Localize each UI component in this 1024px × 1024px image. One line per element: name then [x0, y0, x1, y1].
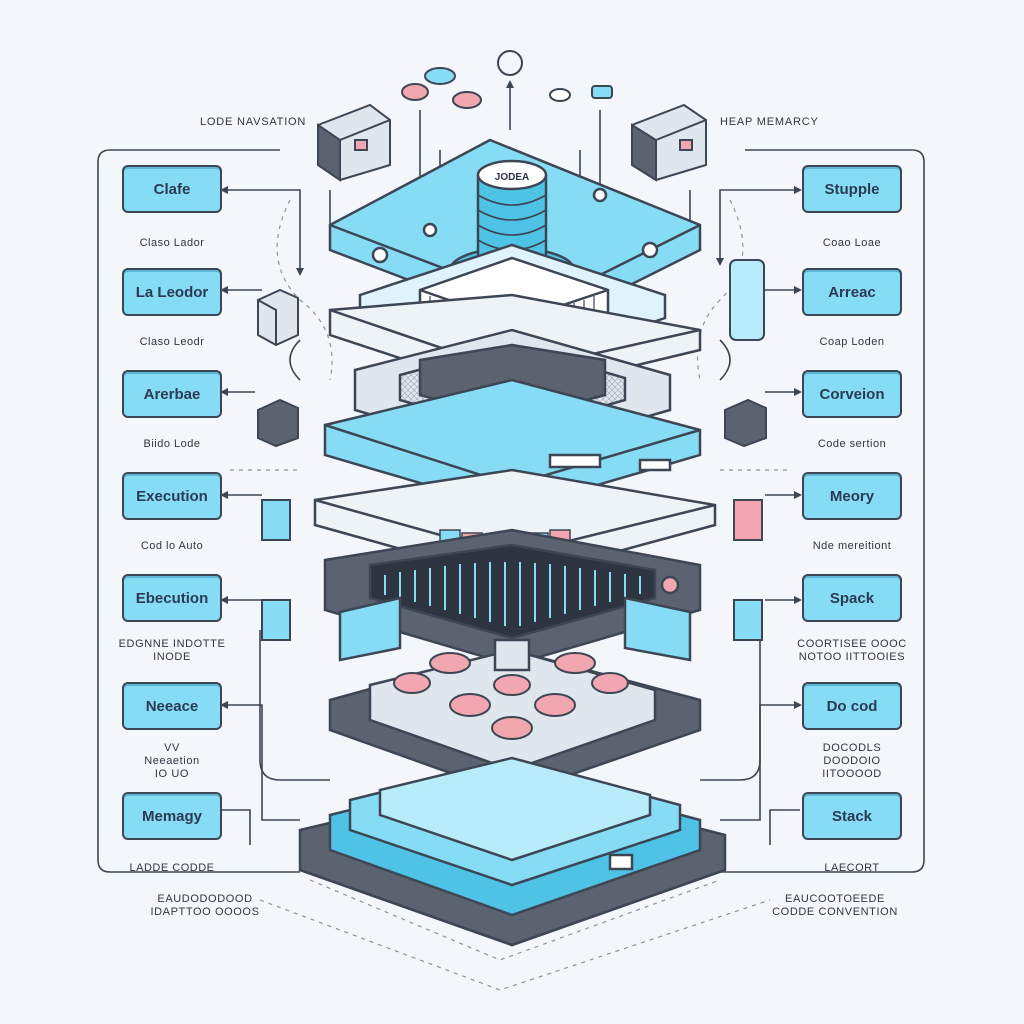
right-box-2: Arreac: [802, 268, 902, 316]
left-caption-6-line-2: Neeaetion: [144, 755, 200, 767]
top-label-right: HEAP MEMARCY: [720, 116, 819, 128]
right-box-3: Corveion: [802, 370, 902, 418]
bottom-label-right-line-1: EAUCOOTOEEDE: [785, 893, 885, 905]
right-box-4: Meory: [802, 472, 902, 520]
right-caption-3: Code sertion: [817, 438, 887, 450]
database-disk-icon: [298, 756, 727, 947]
right-caption-6-line-1: DOCODLS: [822, 742, 882, 754]
left-caption-6-line-3: IO UO: [154, 768, 190, 780]
left-box-2: La Leodor: [122, 268, 222, 316]
side-panel: [338, 596, 692, 662]
bottom-label-right: EAUCOOTOEEDE CODDE CONVENTION: [755, 893, 915, 919]
left-caption-3: Biido Lode: [143, 438, 201, 450]
right-caption-5-line-2: NOTOO IITTOOIES: [798, 651, 906, 663]
left-caption-4: Cod lo Auto: [140, 540, 204, 552]
bottom-label-right-line-2: CODDE CONVENTION: [772, 906, 898, 918]
right-caption-5: COORTISEE OOOC NOTOO IITTOOIES: [772, 638, 932, 664]
right-box-5: Spack: [802, 574, 902, 622]
server-rack-icon: [317, 103, 391, 182]
right-caption-6-line-3: IITOOOOD: [822, 768, 882, 780]
right-caption-1: Coao Loae: [822, 237, 882, 249]
left-caption-5-line-1: EDGNNE INDOTTE: [118, 638, 226, 650]
left-box-1: Clafe: [122, 165, 222, 213]
top-label-left: LODE NAVSATION: [200, 116, 307, 128]
right-caption-6: DOCODLS DOODOIO IITOOOOD: [772, 742, 932, 781]
left-box-5: Ebecution: [122, 574, 222, 622]
right-caption-5-line-1: COORTISEE OOOC: [797, 638, 907, 650]
left-box-6: Neeace: [122, 682, 222, 730]
bottom-label-left-line-2: IDAPTTOO OOOOS: [150, 906, 260, 918]
left-caption-5-line-2: INODE: [153, 651, 191, 663]
left-caption-7: LADDE CODDE: [129, 862, 215, 874]
right-caption-7: LAECORT: [824, 862, 880, 874]
left-caption-6: VV Neeaetion IO UO: [92, 742, 252, 781]
bottom-label-left-line-1: EAUDODODOOD: [157, 893, 253, 905]
right-box-6: Do cod: [802, 682, 902, 730]
bottom-label-left: EAUDODODOOD IDAPTTOO OOOOS: [130, 893, 280, 919]
right-box-1: Stupple: [802, 165, 902, 213]
button-plate: [328, 638, 702, 797]
layer-slab-dark: [323, 528, 702, 667]
left-box-7: Memagy: [122, 792, 222, 840]
right-caption-4: Nde mereitiont: [812, 540, 892, 552]
right-caption-6-line-2: DOODOIO: [823, 755, 881, 767]
left-caption-2: Claso Leodr: [139, 336, 205, 348]
left-caption-1: Claso Lador: [139, 237, 205, 249]
left-box-4: Execution: [122, 472, 222, 520]
server-rack-icon: [631, 103, 707, 182]
floating-tokens: [401, 50, 613, 109]
right-caption-2: Coap Loden: [819, 336, 885, 348]
left-box-3: Arerbae: [122, 370, 222, 418]
side-component-icons: [257, 259, 767, 641]
left-caption-6-line-1: VV: [164, 742, 180, 754]
right-box-7: Stack: [802, 792, 902, 840]
left-caption-5: EDGNNE INDOTTE INODE: [92, 638, 252, 664]
center-cylinder-label: JODEA: [495, 172, 529, 183]
